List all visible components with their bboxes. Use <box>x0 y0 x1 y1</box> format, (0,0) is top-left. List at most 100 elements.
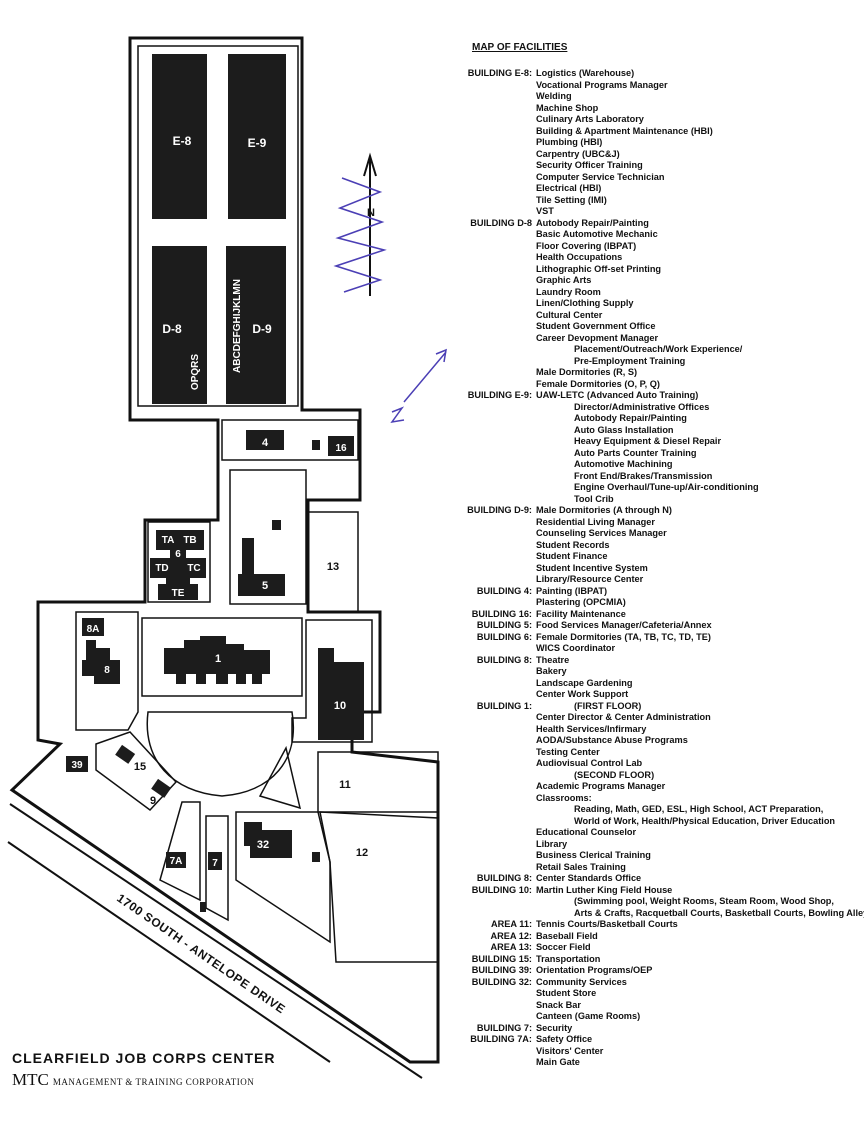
legend-item: UAW-LETC (Advanced Auto Training) <box>536 390 699 400</box>
building-9 <box>151 778 172 798</box>
legend-item: Landscape Gardening <box>536 677 633 688</box>
building-6 <box>150 530 206 600</box>
legend-item: Engine Overhaul/Tune-up/Air-conditioning <box>574 482 759 492</box>
legend-item: Logistics (Warehouse) <box>536 68 635 78</box>
legend-item: Pre-Employment Training <box>574 355 686 366</box>
legend-items: Soccer Field <box>536 942 864 954</box>
legend-items: Baseball Field <box>536 931 864 943</box>
legend-building: BUILDING 16: <box>471 608 532 619</box>
building-4 <box>246 430 284 450</box>
legend-building: BUILDING 8: <box>476 873 532 883</box>
north-scribble <box>333 177 387 293</box>
north-yard <box>137 45 299 407</box>
legend-item: Auto Glass Installation <box>574 424 674 435</box>
legend-items: Orientation Programs/OEP <box>536 965 864 977</box>
legend-item: (SECOND FLOOR) <box>574 769 655 780</box>
legend-item: Female Dormitories (O, P, Q) <box>536 378 660 389</box>
pen-arrow-icon <box>390 348 447 424</box>
label-8a: 8A <box>87 624 100 635</box>
legend-building: BUILDING E-9: <box>467 390 532 400</box>
legend-item: Orientation Programs/OEP <box>536 965 653 975</box>
legend-item: Tile Setting (IMI) <box>536 194 607 205</box>
label-d9-rooms: ABCDEFGHIJKLMN <box>232 279 243 373</box>
label-16: 16 <box>335 443 347 454</box>
legend-building: AREA 13: <box>490 942 532 952</box>
legend-item: Martin Luther King Field House <box>536 884 673 895</box>
building-8 <box>82 640 120 684</box>
legend-item: Library/Resource Center <box>536 574 644 584</box>
org-line: MTC MANAGEMENT & TRAINING CORPORATION <box>12 1070 275 1090</box>
legend-item: AODA/Substance Abuse Programs <box>536 735 688 745</box>
legend-item: Security <box>536 1022 573 1033</box>
legend-item: Center Director & Center Administration <box>536 712 711 722</box>
legend-item: Female Dormitories (TA, TB, TC, TD, TE) <box>536 631 711 642</box>
legend-item: (FIRST FLOOR) <box>574 700 642 711</box>
area-13 <box>307 511 359 613</box>
area-11 <box>317 751 439 813</box>
legend-items: Food Services Manager/Cafeteria/Annex <box>536 620 864 632</box>
building-10 <box>318 648 364 740</box>
building-d9 <box>226 246 286 404</box>
label-7a: 7A <box>170 856 183 867</box>
legend-item: Visitors' Center <box>536 1045 604 1056</box>
legend-items: (FIRST FLOOR)Center Director & Center Ad… <box>536 701 864 874</box>
legend-item: Painting (IBPAT) <box>536 585 608 596</box>
legend-item: Main Gate <box>536 1057 580 1067</box>
legend-building: BUILDING 7: <box>476 1022 532 1033</box>
area-6 <box>147 521 211 603</box>
label-15: 15 <box>134 761 146 773</box>
legend-item: Plumbing (HBI) <box>536 137 603 147</box>
legend-item: Lithographic Off-set Printing <box>536 263 662 274</box>
legend-building: BUILDING 6: <box>476 631 532 642</box>
road-edge-bottom <box>7 841 331 1063</box>
legend-item: Safety Office <box>536 1034 593 1044</box>
label-13: 13 <box>327 561 339 573</box>
building-8a <box>82 618 104 636</box>
legend-item: Director/Administrative Offices <box>574 401 710 412</box>
legend-item: Security Officer Training <box>536 160 643 170</box>
legend-item: Carpentry (UBC&J) <box>536 148 620 159</box>
legend-item: Student Incentive System <box>536 562 648 573</box>
legend-item: Theatre <box>536 654 570 665</box>
legend-item: Arts & Crafts, Racquetball Courts, Baske… <box>574 907 864 918</box>
legend-item: Business Clerical Training <box>536 850 651 860</box>
legend-item: Center Standards Office <box>536 873 642 883</box>
legend-item: Laundry Room <box>536 286 601 297</box>
area-8 <box>75 611 139 731</box>
legend-item: Educational Counselor <box>536 827 637 837</box>
legend-item: Food Services Manager/Cafeteria/Annex <box>536 620 712 630</box>
legend-item: Bakery <box>536 666 567 676</box>
legend-item: Computer Service Technician <box>536 171 665 182</box>
label-12: 12 <box>356 847 368 859</box>
legend-items: Martin Luther King Field House(Swimming … <box>536 885 864 920</box>
legend-title: MAP OF FACILITIES <box>472 42 568 53</box>
legend-item: Floor Covering (IBPAT) <box>536 240 637 251</box>
legend-item: Male Dormitories (A through N) <box>536 505 672 515</box>
legend-building: BUILDING D-9: <box>467 505 532 515</box>
label-d9: D-9 <box>252 322 272 336</box>
legend-item: Community Services <box>536 976 627 987</box>
label-tc: TC <box>187 563 200 574</box>
building-5 <box>238 538 285 596</box>
legend-building: BUILDING 1: <box>476 700 532 711</box>
north-label: N <box>367 207 375 219</box>
legend-items: Center Standards Office <box>536 873 864 885</box>
building-32 <box>244 822 292 858</box>
area-1 <box>141 617 303 697</box>
building-1 <box>164 636 270 684</box>
area-12 <box>319 811 439 963</box>
legend-building: AREA 11: <box>490 919 532 929</box>
legend-item: Machine Shop <box>536 102 599 113</box>
legend-building: AREA 12: <box>490 930 532 941</box>
legend-building: BUILDING 32: <box>471 976 532 987</box>
legend-item: Tool Crib <box>574 493 614 504</box>
legend-item: Plastering (OPCMIA) <box>536 597 626 607</box>
legend-item: Front End/Brakes/Transmission <box>574 470 713 481</box>
legend-item: Facility Maintenance <box>536 608 626 619</box>
legend-item: Transportation <box>536 953 601 964</box>
legend-item: Vocational Programs Manager <box>536 79 668 90</box>
label-11: 11 <box>339 779 351 791</box>
label-39: 39 <box>71 760 83 771</box>
